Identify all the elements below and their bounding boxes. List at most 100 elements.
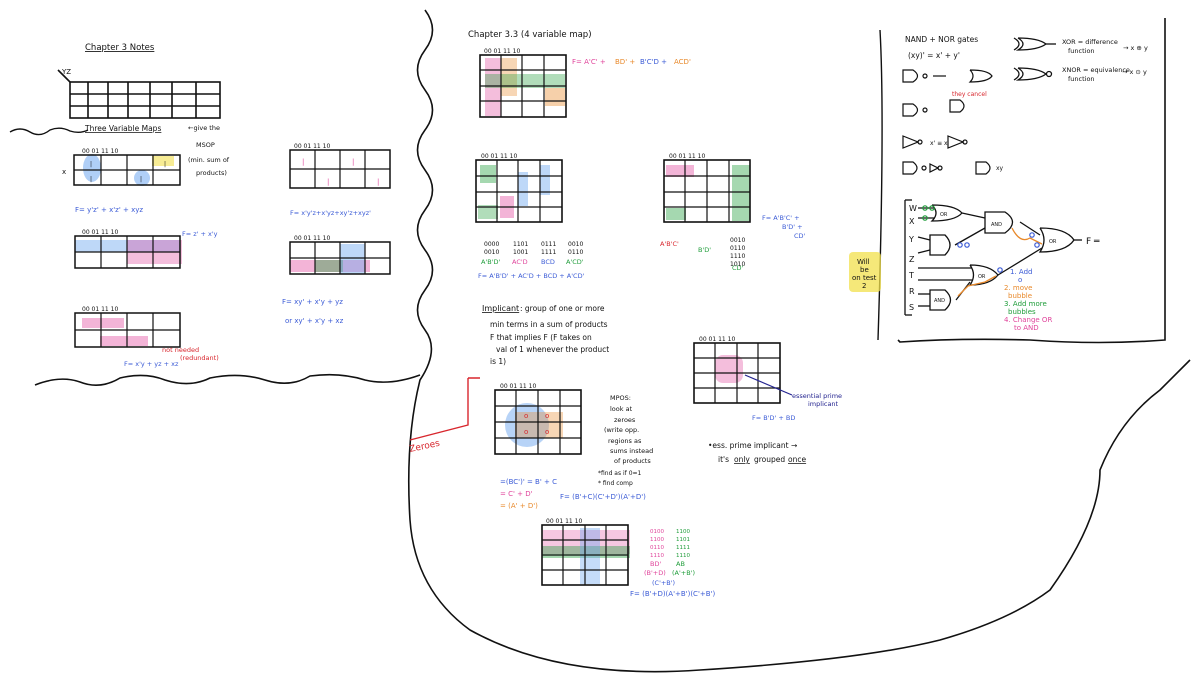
empty-grid (57, 69, 221, 119)
term-b: AC'D (512, 258, 528, 266)
step-3: 3. Add more (1004, 300, 1047, 308)
ess-note-2c: grouped (754, 455, 785, 464)
gate-or-2: OR (1049, 239, 1057, 245)
term-bd2: BD' (650, 560, 661, 568)
svg-text:0110: 0110 (730, 245, 745, 252)
yz-label: YZ (61, 68, 71, 76)
xor-label-2: function (1068, 47, 1095, 55)
test-line-3: on test (852, 274, 877, 282)
equation-m1-d: ACD' (674, 58, 691, 66)
equation-l1: F= y'z' + x'z' + xyz (75, 206, 143, 214)
svg-text:|: | (352, 158, 354, 166)
xor-symbol (1013, 37, 1056, 51)
gate-or-3: OR (978, 274, 986, 280)
term-ab3: (A'+B') (672, 569, 695, 577)
equation-m1-a: F= A'C' + (572, 58, 606, 66)
svg-text:0110: 0110 (650, 545, 664, 551)
svg-text:|: | (164, 161, 166, 168)
equation-m6: F= (B'+D)(A'+B')(C'+B') (630, 590, 715, 598)
term-c: BCD (541, 258, 555, 266)
mpos-find-1: *find as if 0=1 (598, 470, 642, 477)
svg-text:0010: 0010 (484, 249, 499, 256)
xy-label: xy (996, 165, 1004, 172)
demorgan: (xy)' = x' + y' (908, 51, 960, 60)
mpos-7: of products (614, 457, 651, 465)
implicant-def-3: F that implies F (F takes on (490, 333, 592, 342)
term-cb3: (C'+B') (652, 579, 675, 587)
svg-text:1111: 1111 (676, 545, 690, 551)
svg-text:R: R (909, 287, 915, 296)
svg-text:00 01 11 10: 00 01 11 10 (484, 48, 520, 55)
kmap-left-3: 00 01 11 10 (74, 229, 182, 269)
bubbles (922, 205, 1040, 273)
kmap-mid-6: 00 01 11 10 (541, 518, 630, 586)
xprime-label: x' ≡ x (930, 140, 948, 147)
equation-m1-b: BD' + (615, 58, 635, 66)
equation-l4b: or xy' + x'y + xz (285, 317, 344, 325)
implicant-def-5: is 1) (490, 357, 506, 366)
output-f: F ═ (1086, 237, 1100, 247)
msop-note-4: products) (196, 169, 227, 177)
xnor-label-2: function (1068, 75, 1095, 83)
svg-text:|: | (327, 178, 329, 186)
svg-text:o: o (545, 412, 549, 420)
svg-text:00 01 11 10: 00 01 11 10 (546, 518, 582, 525)
mpos-2: look at (610, 405, 633, 413)
ess-note-2a: it's (718, 455, 729, 464)
svg-text:1110: 1110 (676, 553, 690, 559)
gate-or-1: OR (940, 212, 948, 218)
svg-text:00 01 11 10: 00 01 11 10 (699, 336, 735, 343)
nand-nor-title: NAND + NOR gates (905, 35, 978, 44)
page-title: Chapter 3 Notes (85, 43, 155, 53)
nand-equivalence (902, 69, 993, 175)
svg-text:00 01 11 10: 00 01 11 10 (481, 153, 517, 160)
three-var-title: Three Variable Maps (84, 124, 161, 133)
svg-text:0000: 0000 (484, 241, 499, 248)
chapter-33-title: Chapter 3.3 (4 variable map) (468, 30, 592, 40)
bubble-path-orange (1011, 227, 1043, 245)
svg-text:o: o (524, 428, 528, 436)
step-3b: bubbles (1008, 308, 1036, 316)
comp-2: = C' + D' (500, 490, 533, 498)
kmap-mid-2: 00 01 11 10 (475, 153, 563, 223)
mpos-1: MPOS: (610, 394, 631, 402)
svg-text:o: o (524, 412, 528, 420)
svg-text:|: | (140, 176, 142, 183)
svg-text:Y: Y (908, 235, 914, 244)
svg-text:0010: 0010 (730, 237, 745, 244)
svg-text:|: | (90, 176, 92, 183)
mpos-find-2: * find comp (598, 480, 633, 487)
comp-1: =(BC')' = B' + C (500, 478, 557, 486)
equation-l4: F= xy' + x'y + yz (282, 298, 343, 306)
svg-text:00 01 11 10: 00 01 11 10 (500, 383, 536, 390)
equation-l3: F= z' + x'y (182, 230, 218, 238)
svg-text:1100: 1100 (650, 537, 664, 543)
svg-text:00 01 11 10: 00 01 11 10 (82, 306, 118, 313)
redundant-label: (redundant) (180, 354, 219, 362)
svg-text:S: S (909, 303, 914, 312)
svg-text:T: T (908, 271, 914, 280)
divider-left (407, 9, 1191, 673)
equation-m3-2: B'D' + (782, 223, 803, 231)
svg-text:W: W (909, 204, 917, 213)
kmap-left-4: 00 01 11 10 (289, 235, 391, 275)
step-2: 2. move (1004, 284, 1032, 292)
bubble-path-orange-2 (957, 275, 997, 297)
gate-and-2: AND (934, 298, 945, 304)
gate-and-1: AND (991, 222, 1002, 228)
implicant-def-4: val of 1 whenever the product (496, 345, 609, 354)
msop-note-2: MSOP (196, 141, 215, 149)
term-cd: CD' (732, 264, 744, 272)
svg-text:0100: 0100 (650, 529, 664, 535)
xnor-symbol (1013, 67, 1053, 81)
divider-three-var (9, 127, 89, 136)
svg-text:X: X (909, 217, 915, 226)
step-1b: o (1018, 276, 1022, 284)
svg-text:0110: 0110 (568, 249, 583, 256)
svg-text:1111: 1111 (541, 249, 556, 256)
kmap-mid-3: 00 01 11 10 (663, 153, 751, 223)
implicant-word: Implicant (482, 304, 519, 313)
term-d: A'CD' (566, 258, 584, 266)
svg-text:00 01 11 10: 00 01 11 10 (294, 235, 330, 242)
